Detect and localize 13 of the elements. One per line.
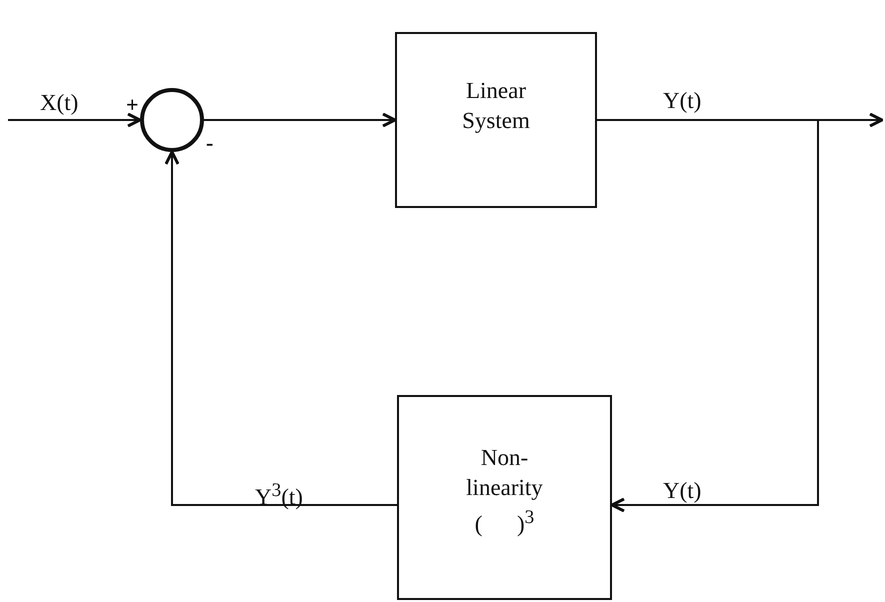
sign-label: + <box>126 94 139 116</box>
block-box <box>397 395 612 600</box>
arrow <box>164 150 397 506</box>
sign-label: - <box>206 132 214 154</box>
edge-label: Y(t) <box>663 88 702 114</box>
block-label: Linear System <box>461 77 531 135</box>
edge-label: X(t) <box>40 90 78 116</box>
edge-label: Y(t) <box>663 478 702 504</box>
block-label: Non- linearity <box>465 444 544 502</box>
block-box <box>395 32 597 208</box>
arrow <box>8 112 142 128</box>
block-label: ( )$^{3}$ <box>474 506 536 539</box>
arrow <box>204 112 396 128</box>
